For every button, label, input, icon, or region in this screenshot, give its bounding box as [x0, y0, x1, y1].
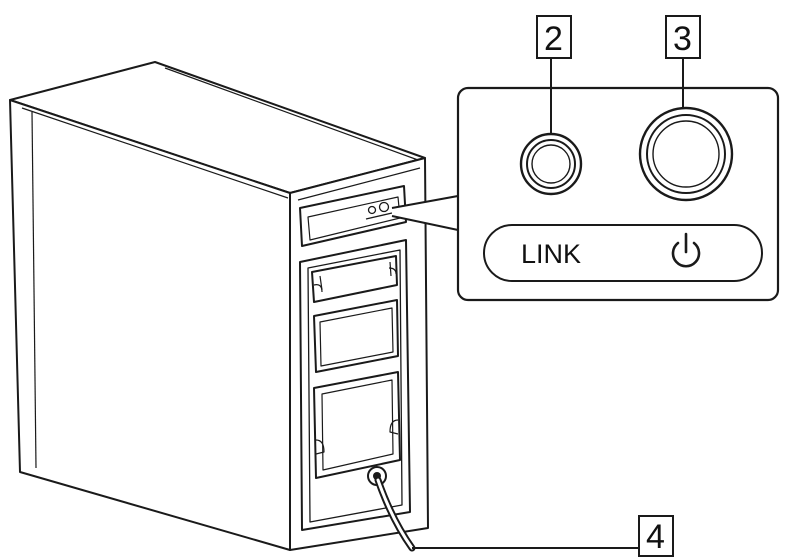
drive-slot-2 — [313, 299, 399, 373]
bay-link-button-mini — [367, 205, 377, 215]
callout-4-label: 4 — [646, 518, 665, 556]
bay-power-button-mini — [378, 201, 390, 213]
callout-2-label: 2 — [544, 20, 563, 58]
power-icon — [671, 232, 701, 268]
link-button — [519, 132, 583, 196]
drive-slot-3 — [313, 371, 401, 479]
callout-2: 2 — [536, 15, 572, 134]
label-strip — [483, 224, 763, 282]
callout-4: 4 — [412, 515, 674, 557]
drive-slot-1 — [311, 255, 398, 303]
power-button — [638, 106, 734, 202]
callout-3-label: 3 — [673, 20, 692, 58]
tower-unit — [9, 61, 429, 551]
front-lower-panel — [299, 239, 411, 531]
link-label: LINK — [521, 239, 581, 269]
callout-3: 3 — [665, 15, 701, 108]
